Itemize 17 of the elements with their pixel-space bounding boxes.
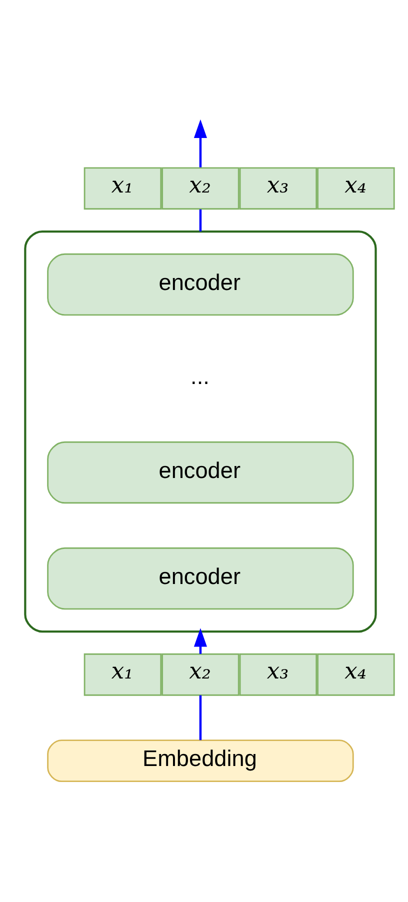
- node-box: Embedding: [47, 739, 354, 782]
- node-box: encoder: [47, 440, 354, 504]
- node-box: x₃: [239, 166, 318, 210]
- node-box: x₂: [162, 652, 240, 696]
- node-box: x₁: [84, 166, 162, 210]
- node-box: encoder: [47, 252, 354, 316]
- node-box: encoder: [47, 546, 354, 610]
- node-box: x₂: [162, 166, 240, 210]
- node-box: x₄: [317, 166, 395, 210]
- arrow: [194, 118, 207, 167]
- node-box: x₁: [84, 652, 162, 696]
- connector: [199, 208, 202, 231]
- node-box: x₃: [239, 652, 318, 696]
- cluster: [24, 230, 377, 632]
- node-text: ...: [190, 363, 210, 388]
- node-box: x₄: [317, 652, 395, 696]
- connector: [199, 694, 202, 740]
